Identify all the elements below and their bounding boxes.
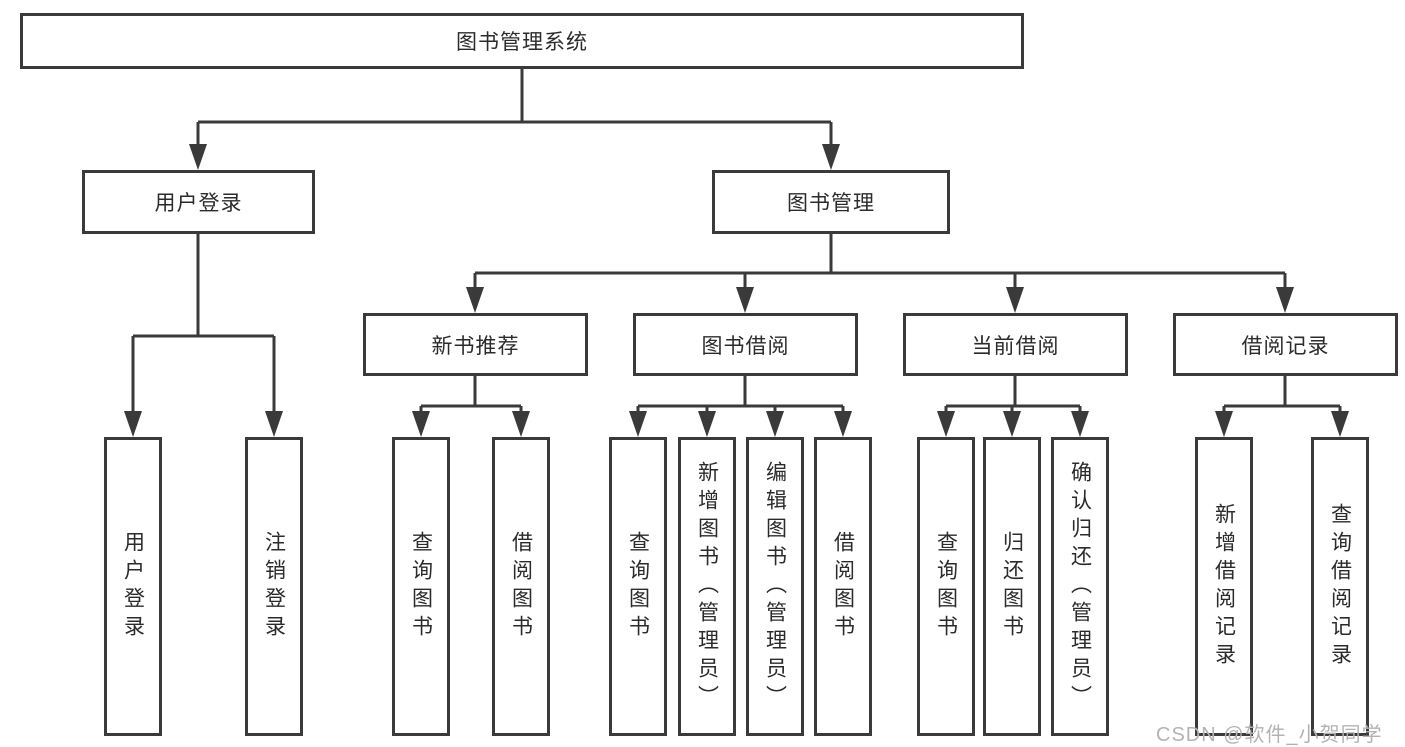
node-book-management: 图书管理 <box>712 170 950 234</box>
node-user-login: 用户登录 <box>82 170 315 234</box>
arrowhead <box>1331 411 1349 437</box>
arrowhead <box>512 411 530 437</box>
connector-root-to-level2 <box>196 69 833 148</box>
connector-book-mgmt-to-level3 <box>473 234 1287 291</box>
connector-borrow-records-to-leaves <box>1222 376 1342 415</box>
arrowhead <box>766 411 784 437</box>
leaf-current-confirm-return-admin: 确认归还（管理员） <box>1051 437 1109 736</box>
leaf-borrow-query-books: 查询图书 <box>609 437 667 736</box>
leaf-current-query-books: 查询图书 <box>917 437 975 736</box>
connector-book-borrow-to-leaves <box>636 376 845 415</box>
node-borrowing-records: 借阅记录 <box>1173 313 1398 376</box>
leaf-user-login: 用户登录 <box>104 437 162 736</box>
leaf-newbooks-query-books: 查询图书 <box>392 437 450 736</box>
arrowhead <box>937 411 955 437</box>
node-book-borrowing: 图书借阅 <box>633 313 858 376</box>
leaf-current-return-books: 归还图书 <box>983 437 1041 736</box>
arrowhead <box>822 144 840 170</box>
arrowhead <box>698 411 716 437</box>
leaf-borrow-add-books-admin: 新增图书（管理员） <box>678 437 736 736</box>
node-current-borrowing: 当前借阅 <box>903 313 1128 376</box>
arrowhead <box>736 287 754 313</box>
connector-new-books-to-leaves <box>419 376 523 415</box>
arrowhead <box>834 411 852 437</box>
leaf-logout: 注销登录 <box>245 437 303 736</box>
csdn-watermark: CSDN @软件_小贺同学 <box>1156 724 1383 746</box>
arrowhead <box>189 144 207 170</box>
leaf-borrow-edit-books-admin: 编辑图书（管理员） <box>746 437 804 736</box>
arrowhead <box>265 411 283 437</box>
arrowhead <box>1215 411 1233 437</box>
node-library-system: 图书管理系统 <box>20 13 1024 69</box>
arrowhead <box>629 411 647 437</box>
connector-current-borrow-to-leaves <box>944 376 1082 415</box>
arrowhead <box>1071 411 1089 437</box>
arrowhead <box>466 287 484 313</box>
arrowhead <box>1006 287 1024 313</box>
arrowhead <box>1276 287 1294 313</box>
node-new-book-recommend: 新书推荐 <box>363 313 588 376</box>
leaf-borrow-borrow-books: 借阅图书 <box>814 437 872 736</box>
leaf-records-query-record: 查询借阅记录 <box>1311 437 1369 736</box>
connector-user-login-to-leaves <box>131 234 276 415</box>
leaf-newbooks-borrow-books: 借阅图书 <box>492 437 550 736</box>
leaf-records-add-record: 新增借阅记录 <box>1195 437 1253 736</box>
arrowhead <box>1003 411 1021 437</box>
arrowhead <box>412 411 430 437</box>
arrowhead <box>124 411 142 437</box>
